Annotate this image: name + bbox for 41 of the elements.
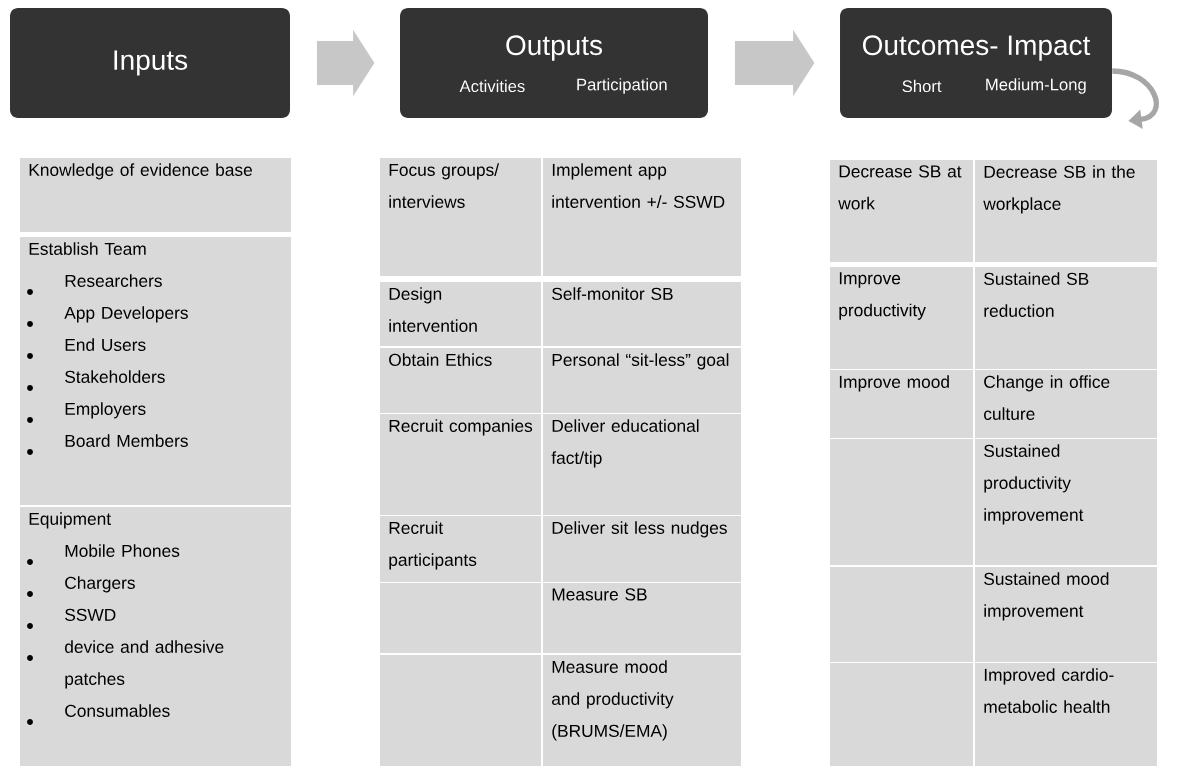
table-cell: Sustained productivity improvement xyxy=(975,439,1157,565)
table-cell: Improve mood xyxy=(830,370,973,438)
loop-arrow xyxy=(1112,68,1159,129)
table-cell: Obtain Ethics xyxy=(380,348,541,413)
label: Employers xyxy=(65,402,146,419)
table-cell: Establish Team Researchers App Developers End Users Stakeholders Employers Board Members xyxy=(20,237,291,505)
table-cell: Recruit companies xyxy=(380,414,541,515)
table-cell: Knowledge of evidence base xyxy=(20,158,291,232)
table-cell: Design intervention xyxy=(380,282,541,346)
label: Board Members xyxy=(65,434,188,447)
table-cell: Deliver sit less nudges xyxy=(543,516,741,582)
table-cell: Sustained mood improvement xyxy=(975,567,1157,662)
table-cell: Improved cardio-metabolic health xyxy=(975,663,1157,766)
label: Equipment xyxy=(29,512,111,529)
table-cell: Decrease SB in the workplace xyxy=(975,160,1157,262)
header-box: Outputs Activities Participation xyxy=(400,8,708,118)
table-cell: Self-monitor SB xyxy=(543,282,741,346)
label: Consumables xyxy=(65,704,170,717)
table-cell: Recruit participants xyxy=(380,516,541,582)
table-cell: Measure SB xyxy=(543,583,741,653)
header-box: Inputs xyxy=(10,8,290,118)
label: Mobile Phones xyxy=(65,544,180,557)
label: End Users xyxy=(65,338,146,351)
label: SSWD xyxy=(65,608,116,621)
label: Chargers xyxy=(65,576,135,593)
label: Establish Team xyxy=(29,242,146,255)
table-cell: Focus groups/ interviews xyxy=(380,158,541,276)
label: App Developers xyxy=(64,306,188,323)
table-cell: Measure mood and productivity (BRUMS/EMA) xyxy=(543,655,741,766)
table-cell: Decrease SB at work xyxy=(830,160,973,262)
table-cell: Change in office culture xyxy=(975,370,1157,438)
label: Researchers xyxy=(65,274,162,287)
table-cell: Personal “sit-less” goal xyxy=(543,348,741,413)
table-cell: Implement app intervention +/- SSWD xyxy=(543,158,741,276)
label: Stakeholders xyxy=(65,370,165,383)
table-cell: Sustained SB reduction xyxy=(975,267,1157,369)
label: device and adhesive patches xyxy=(65,640,224,689)
table-cell: Deliver educational fact/tip xyxy=(543,414,741,515)
header-box: Outcomes- Impact Short Medium-Long xyxy=(840,8,1112,118)
table-cell: Improve productivity xyxy=(830,267,973,369)
table-cell: Equipment Mobile Phones Chargers SSWD device and adhesive patches Consumables xyxy=(20,507,291,766)
